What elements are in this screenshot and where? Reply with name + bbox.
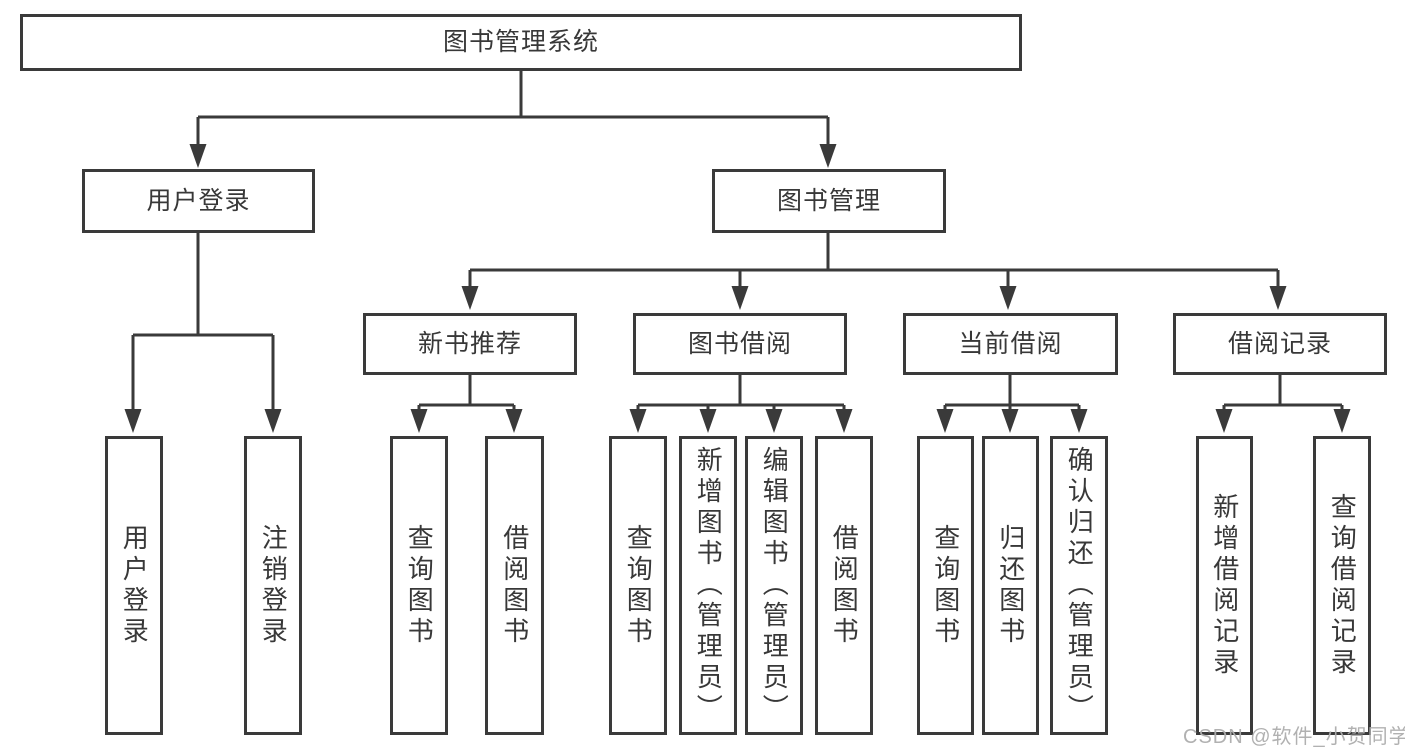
node-add-borrow-record: 新增借阅记录 [1196,436,1253,735]
node-edit-book-admin: 编辑图书（管理员） [745,436,803,735]
node-borrowing-records: 借阅记录 [1173,313,1387,375]
node-borrow-books-recommend: 借阅图书 [485,436,544,735]
node-add-book-admin: 新增图书（管理员） [679,436,737,735]
watermark: CSDN @软件_小贺同学 [1183,726,1405,747]
node-book-management: 图书管理 [712,169,946,233]
node-current-borrowing: 当前借阅 [903,313,1118,375]
node-query-books-current: 查询图书 [917,436,974,735]
node-user-login: 用户登录 [82,169,315,233]
node-return-books: 归还图书 [982,436,1039,735]
node-logout-leaf: 注销登录 [244,436,302,735]
node-book-borrowing: 图书借阅 [633,313,847,375]
node-confirm-return-admin: 确认归还（管理员） [1050,436,1108,735]
node-query-books-recommend: 查询图书 [390,436,448,735]
node-query-books-borrowing: 查询图书 [609,436,667,735]
node-user-login-leaf: 用户登录 [105,436,163,735]
node-new-book-recommend: 新书推荐 [363,313,577,375]
node-library-system: 图书管理系统 [20,14,1022,71]
node-borrow-books-leaf: 借阅图书 [815,436,873,735]
node-query-borrow-record: 查询借阅记录 [1313,436,1371,735]
